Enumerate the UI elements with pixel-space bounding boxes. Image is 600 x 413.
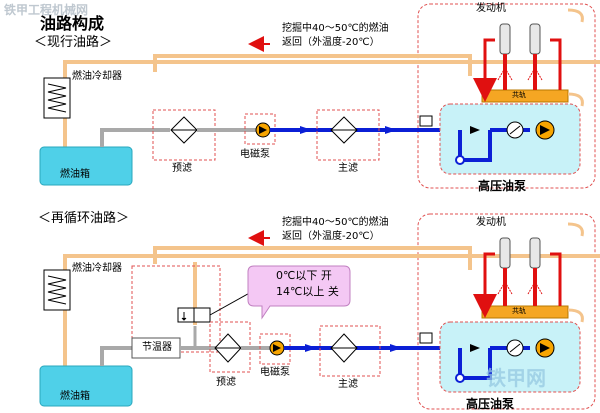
solenoid-pump-label-top: 电磁泵 bbox=[240, 149, 270, 160]
recirc-circuit-subtitle: ＜再循环油路＞ bbox=[38, 211, 130, 226]
engine-label-top: 发动机 bbox=[476, 3, 506, 14]
fuel-tank-label-top: 燃油箱 bbox=[60, 169, 90, 180]
main-filter-label-bottom: 主滤 bbox=[338, 379, 358, 390]
main-filter-label-top: 主滤 bbox=[338, 163, 358, 174]
prefilter-label-bottom: 预滤 bbox=[216, 377, 236, 388]
engine-enclosure-top bbox=[417, 3, 596, 189]
engine-label-bottom: 发动机 bbox=[476, 217, 506, 228]
hp-pump-label-top: 高压油泵 bbox=[478, 179, 527, 193]
injectors-top bbox=[473, 23, 562, 102]
fuel-cooler-label-top: 燃油冷却器 bbox=[72, 71, 122, 82]
watermark-bottom-right: 铁甲网 bbox=[486, 366, 546, 390]
fuel-tank-top bbox=[39, 146, 133, 186]
valve-note-1: 0℃以下 开 bbox=[276, 269, 332, 282]
return-note-top-1: 挖掘中40～50℃的燃油 bbox=[282, 23, 389, 34]
fuel-tank-bottom bbox=[39, 365, 133, 407]
page-title: 油路构成 bbox=[40, 14, 105, 33]
switch-valve bbox=[177, 307, 211, 323]
common-rail-label-top: 共轨 bbox=[512, 91, 526, 99]
fuel-cooler-top bbox=[43, 77, 71, 119]
return-line-bottom bbox=[63, 246, 600, 370]
suction-line-bottom bbox=[100, 346, 132, 366]
return-note-bottom-2: 返回（外温度-20℃） bbox=[282, 231, 380, 242]
valve-note-2: 14℃以上 关 bbox=[276, 285, 339, 298]
suction-line-top bbox=[100, 128, 170, 147]
return-note-bottom-1: 挖掘中40～50℃的燃油 bbox=[282, 217, 389, 228]
valve-callout bbox=[247, 265, 351, 320]
fuel-cooler-bottom bbox=[43, 269, 71, 311]
hp-pump-label-bottom: 高压油泵 bbox=[466, 397, 515, 411]
return-line-top bbox=[63, 54, 600, 155]
solenoid-pump-label-bottom: 电磁泵 bbox=[260, 367, 290, 378]
fuel-cooler-label-bottom: 燃油冷却器 bbox=[72, 263, 122, 274]
watermark-top-left: 铁甲工程机械网 bbox=[4, 3, 89, 17]
injectors-bottom bbox=[473, 237, 562, 318]
regulator-label: 节温器 bbox=[142, 342, 172, 353]
fuel-tank-label-bottom: 燃油箱 bbox=[60, 391, 90, 402]
engine-enclosure-bottom bbox=[417, 213, 596, 410]
return-note-top-2: 返回（外温度-20℃） bbox=[282, 37, 380, 48]
current-circuit-subtitle: ＜现行油路＞ bbox=[34, 35, 113, 50]
common-rail-label-bottom: 共轨 bbox=[512, 307, 526, 315]
prefilter-label-top: 预滤 bbox=[172, 163, 192, 174]
